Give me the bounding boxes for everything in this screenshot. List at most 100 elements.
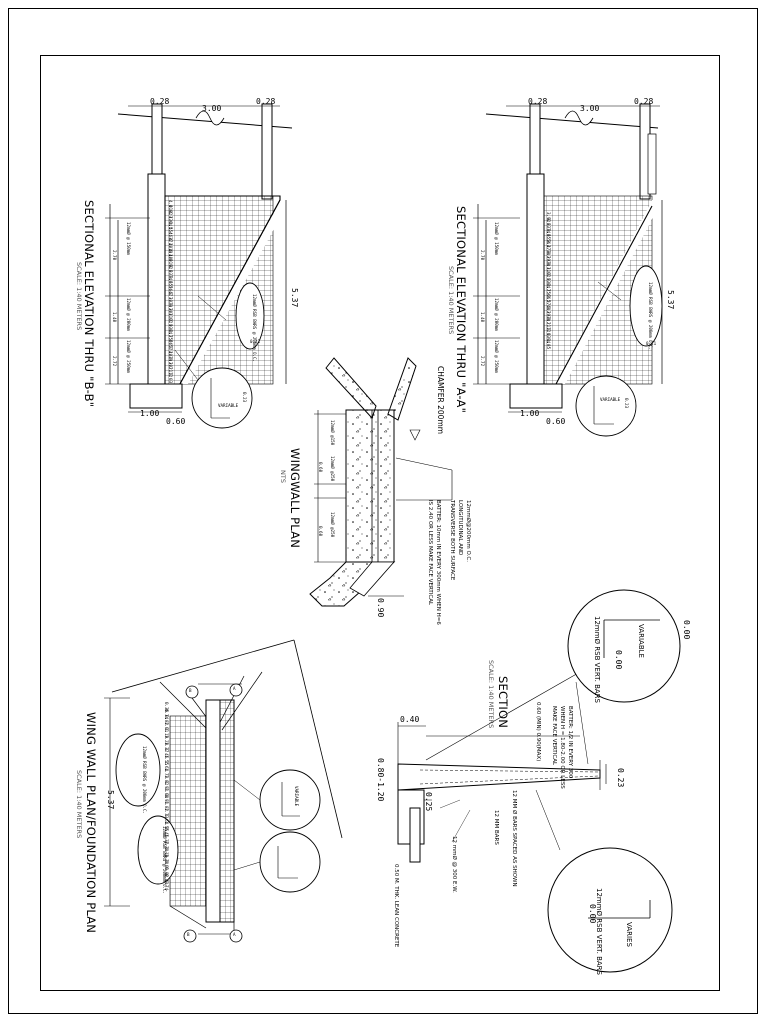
- section-bottom-detail-label: VARIES: [625, 922, 633, 947]
- wingwall-dim-6: 0.90: [376, 598, 385, 618]
- drawing-frame: [40, 55, 720, 991]
- bb-top-dim-right: 0.28: [256, 97, 276, 106]
- aa-left-dim-1: 12mmØ @ 150mm: [494, 222, 499, 255]
- bb-detail-bubble: [191, 367, 253, 429]
- aa-left-seg-3: 2.72: [480, 356, 485, 367]
- aa-bubble-dim: 0.23: [624, 398, 629, 409]
- section-scale: SCALE: 1:40 METERS: [487, 660, 495, 729]
- foundation-rebar-zone: [169, 715, 207, 907]
- wingwall-plan-title: WINGWALL PLAN: [288, 448, 302, 549]
- wingwall-note-2: LONGITUDINAL AND: [457, 500, 463, 556]
- section-bottom-detail-bars: 12mmØ RSB VERT. BARS: [595, 888, 603, 975]
- aa-scale: SCALE: 1:40 METERS: [447, 266, 455, 335]
- section-drawing: [397, 589, 681, 973]
- aa-bottom-dim-1: 1.00: [520, 409, 540, 418]
- aa-level-label: 1.85: [546, 338, 551, 349]
- aa-top-dim-right: 0.28: [634, 97, 654, 106]
- wingwall-dim-4: 0.60: [318, 462, 323, 473]
- marker-a-bottom-label: A: [233, 932, 236, 937]
- bb-left-post: [151, 103, 163, 175]
- marker-a-bottom: [229, 929, 243, 943]
- bb-title: SECTIONAL ELEVATION THRU "B-B": [82, 200, 96, 408]
- wingwall-plan-scale: NTS: [279, 470, 287, 483]
- wingwall-note-1: 12mmØ@200mm O.C.: [465, 500, 471, 562]
- bb-callout-bars: 12mmØ RSB BARS @ 200mm O.C.: [252, 294, 257, 363]
- wingwall-note-5: IS 2.40 OR LESS MAKE FACE VERTICAL: [427, 500, 433, 606]
- wingwall-dim-2: 12mmØ @250: [330, 456, 335, 482]
- foundation-plan-title: WING WALL PLAN/FOUNDATION PLAN: [84, 712, 98, 934]
- wingwall-dim-1: 12mmØ @150: [330, 420, 335, 446]
- wingwall-plan-body: [345, 409, 395, 563]
- aa-bubble-label: VARIABLE: [600, 397, 621, 402]
- bb-height-dim: 5.37: [290, 288, 299, 308]
- aa-detail-bubble: [575, 375, 637, 437]
- foundation-plan-scale: SCALE: 1:40 METERS: [75, 770, 83, 839]
- bb-callout-label: 0.21: [250, 339, 261, 344]
- aa-left-dim-3: 12mmØ @ 250mm: [494, 340, 499, 373]
- bb-bottom-dim-1: 1.00: [140, 409, 160, 418]
- bb-left-dim-3: 12mmØ @ 250mm: [126, 340, 131, 373]
- section-note-3: MAKE FACE VERTICAL: [551, 706, 557, 766]
- section-dim-1: 0.40: [400, 715, 420, 724]
- foundation-bubble-label: VARIABLE: [294, 786, 299, 807]
- drawing-sheet: [8, 8, 758, 1014]
- aa-top-dim-mid: 3.00: [580, 104, 600, 113]
- bb-left-seg-2: 1.40: [112, 312, 117, 323]
- bb-bottom-dim-2: 0.60: [166, 417, 186, 426]
- bb-bubble-label: VARIABLE: [218, 403, 239, 408]
- marker-a-top: [229, 683, 243, 697]
- foundation-plan-drawing: [104, 639, 343, 936]
- section-top-bubble: [567, 589, 681, 703]
- section-note-2: WHEN H = 1.80-2.00 OR LESS: [559, 706, 565, 789]
- section-note-6: 12 MM BARS: [493, 810, 499, 845]
- bb-footing: [129, 383, 183, 409]
- wingwall-dim-5: 0.60: [318, 526, 323, 537]
- section-note-7: 12 mmØ @ 300 E.W.: [451, 836, 457, 893]
- bb-top-dim-left: 0.28: [150, 97, 170, 106]
- aa-callout-label: 0.21: [646, 341, 657, 346]
- section-dim-3: 0.25: [424, 792, 433, 812]
- section-note-4: 0.60 (MIN) 0.90(MAX): [535, 702, 541, 762]
- wingwall-chamfer: CHAMFER 200mm: [436, 366, 445, 435]
- section-bottom-detail-dim: 0.00: [588, 904, 597, 924]
- foundation-bubble-upper: [259, 769, 321, 831]
- marker-b-top-label: B: [189, 688, 192, 693]
- foundation-height-dim: 5.37: [106, 790, 115, 810]
- marker-b-bottom-label: B: [187, 932, 190, 937]
- aa-title: SECTIONAL ELEVATION THRU "A-A": [454, 206, 468, 414]
- wingwall-note-4: BATTER: 10mm IN EVERY 300mm WHEN H=6: [435, 500, 441, 625]
- section-dim-4: 0.23: [616, 768, 625, 788]
- aa-left-seg-2: 1.40: [480, 312, 485, 323]
- bb-scale: SCALE: 1:40 METERS: [75, 262, 83, 331]
- aa-top-dim-left: 0.28: [528, 97, 548, 106]
- foundation-level-label: 0.74: [164, 880, 169, 891]
- bb-top-dim-mid: 3.00: [202, 104, 222, 113]
- foundation-bubble-lower: [259, 831, 321, 893]
- section-note-1: BATTER: 1/2 IN EVERY 300: [567, 706, 573, 779]
- aa-bottom-dim-2: 0.60: [546, 417, 566, 426]
- marker-b-top: [185, 685, 199, 699]
- aa-callout-bars: 12mmØ RSB BARS @ 200mm O.C.: [648, 282, 653, 351]
- section-top-detail-bars: 12mmØ RSB VERT. BARS: [593, 616, 601, 703]
- section-top-detail-label: VARIABLE: [637, 624, 645, 658]
- section-top-detail-dim-1: 0.00: [682, 620, 691, 640]
- aa-left-seg-1: 2.70: [480, 250, 485, 261]
- section-title: SECTION: [496, 676, 510, 729]
- section-markers: [183, 683, 243, 943]
- bb-bubble-dim: 0.23: [242, 392, 247, 403]
- wingwall-dim-3: 12mmØ @250: [330, 512, 335, 538]
- wingwall-note-3: TRANSVERSE BOTH SURFACE: [449, 500, 455, 581]
- section-bb-drawing: [105, 103, 293, 429]
- bb-left-dim-2: 12mmØ @ 200mm: [126, 298, 131, 331]
- section-top-detail-dim-2: 0.00: [614, 650, 623, 670]
- wingwall-plan-drawing: [309, 357, 453, 607]
- section-note-8: 0.50 M. THK. LEAN CONCRETE: [393, 864, 399, 948]
- bb-right-post: [261, 103, 273, 200]
- section-dim-2: 0.80-1.20: [376, 758, 385, 802]
- marker-b-bottom: [183, 929, 197, 943]
- aa-height-dim: 5.37: [666, 290, 675, 310]
- bb-level-label: 2.03: [168, 372, 173, 383]
- bb-left-dim-1: 12mmØ @ 150mm: [126, 222, 131, 255]
- aa-left-dim-2: 12mmØ @ 200mm: [494, 298, 499, 331]
